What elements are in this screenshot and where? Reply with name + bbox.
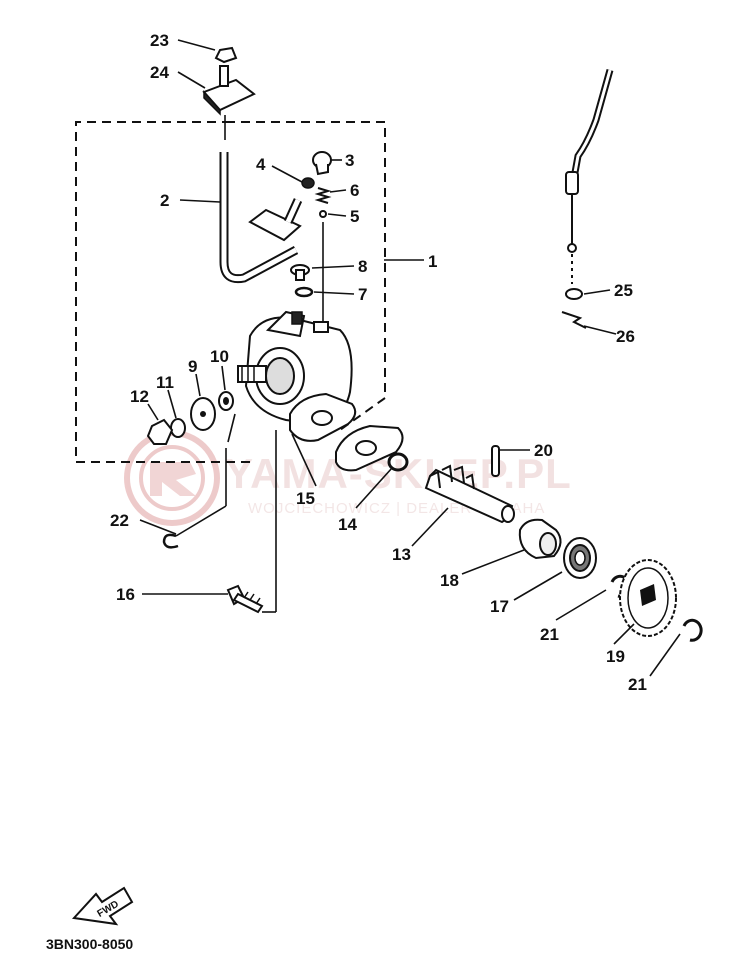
part-23-nut (214, 46, 238, 64)
part-12-nut (146, 418, 174, 445)
callout-8: 8 (358, 257, 367, 276)
part-cable (565, 69, 614, 284)
callout-19: 19 (606, 647, 625, 666)
callout-21b: 21 (628, 675, 647, 694)
part-1-oil-pump (237, 310, 357, 442)
callout-9: 9 (188, 357, 197, 376)
callout-7: 7 (358, 285, 367, 304)
callout-14: 14 (338, 515, 357, 534)
part-25-washer (565, 288, 583, 300)
part-7-clip (294, 286, 314, 298)
callout-23: 23 (150, 31, 169, 50)
callout-24: 24 (150, 63, 169, 82)
part-26-clip (561, 311, 587, 329)
part-2-pipe (219, 152, 303, 284)
part-3-fitting (312, 151, 332, 176)
callout-21a: 21 (540, 625, 559, 644)
part-17-bearing (563, 537, 597, 579)
leader-lines (139, 39, 681, 677)
part-9-disc (190, 397, 216, 431)
watermark-main-text: YAMA-SKLEP.PL (225, 450, 572, 497)
callout-25: 25 (614, 281, 633, 300)
part-15-oring (387, 452, 409, 472)
callout-17: 17 (490, 597, 509, 616)
callout-18: 18 (440, 571, 459, 590)
callout-1: 1 (428, 252, 437, 271)
part-4-ring (301, 177, 315, 189)
callout-16: 16 (116, 585, 135, 604)
part-16-bolt (226, 584, 264, 614)
part-22-clip (162, 533, 179, 549)
assembly-dashed-box (75, 121, 386, 463)
callout-20: 20 (534, 441, 553, 460)
watermark: YAMA-SKLEP.PL WOJCIECHOWICZ | DEALER YAM… (124, 430, 572, 526)
part-24-block (202, 65, 256, 116)
callout-11: 11 (156, 373, 174, 392)
part-13-shaft (424, 464, 515, 524)
callout-15: 15 (296, 489, 315, 508)
part-18-bushing (518, 518, 562, 560)
part-21-circlip-b (682, 618, 703, 642)
callout-6: 6 (350, 181, 359, 200)
part-10-washer (218, 391, 234, 411)
watermark-logo (124, 430, 220, 526)
callout-5: 5 (350, 207, 359, 226)
part-6-spring (314, 187, 332, 204)
part-20-pin (491, 445, 500, 477)
callout-13: 13 (392, 545, 411, 564)
callout-26: 26 (616, 327, 635, 346)
callout-2: 2 (160, 191, 169, 210)
drawing-code: 3BN300-8050 (46, 936, 133, 952)
callout-labels: 1 2 3 4 5 6 7 8 9 10 11 12 13 14 15 16 1… (110, 31, 647, 694)
callout-12: 12 (130, 387, 149, 406)
part-19-gear (619, 559, 677, 637)
callout-22: 22 (110, 511, 129, 530)
part-11-washer (170, 418, 186, 438)
part-14-gasket (335, 424, 404, 472)
callout-10: 10 (210, 347, 229, 366)
fwd-arrow-icon: FWD (71, 886, 134, 926)
callout-4: 4 (256, 155, 266, 174)
part-5-ball (319, 210, 327, 218)
callout-3: 3 (345, 151, 354, 170)
part-8-screw (290, 264, 310, 281)
